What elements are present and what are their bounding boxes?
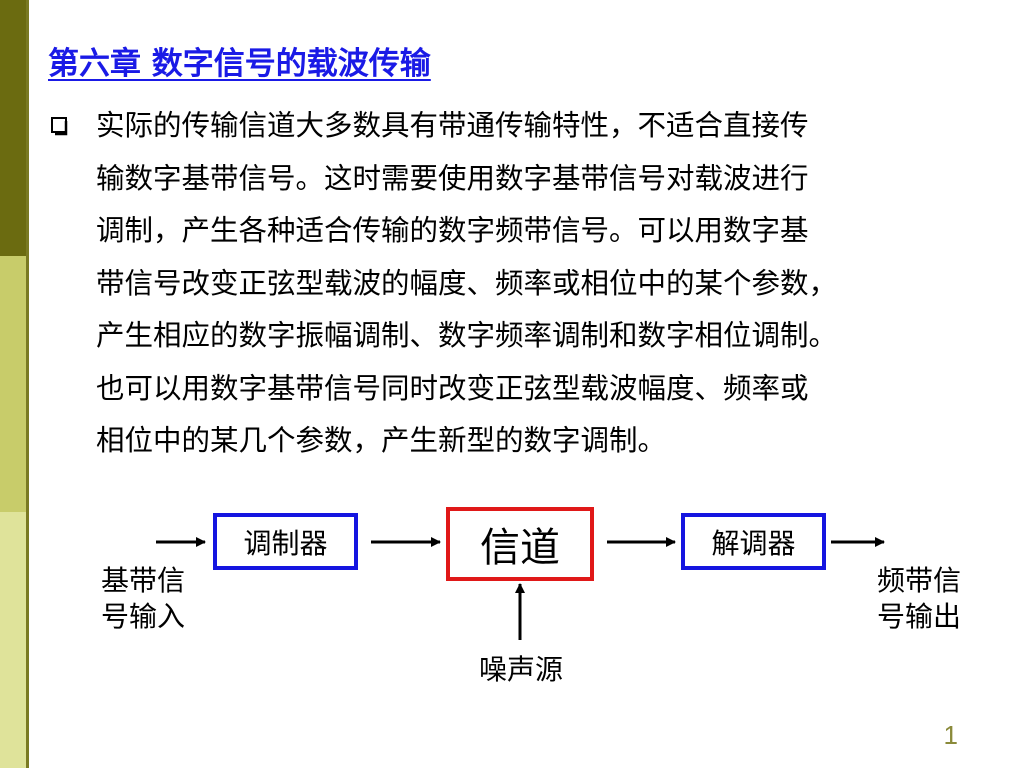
- output-signal-label: 频带信 号输出: [864, 563, 974, 635]
- input-label-line: 基带信: [100, 564, 185, 597]
- slide-title[interactable]: 第六章 数字信号的载波传输: [48, 46, 431, 82]
- paragraph-line: 实际的传输信道大多数具有带通传输特性，不适合直接传: [96, 109, 809, 142]
- modulator-label: 调制器: [243, 526, 328, 560]
- output-label-line: 频带信: [876, 564, 961, 597]
- paragraph-line: 调制，产生各种适合传输的数字频带信号。可以用数字基: [96, 214, 809, 247]
- noise-source-label: 噪声源: [478, 653, 563, 686]
- output-label-line: 号输出: [876, 600, 961, 633]
- paragraph-line: 也可以用数字基带信号同时改变正弦型载波幅度、频率或: [96, 371, 809, 405]
- left-band-mid: [0, 256, 26, 512]
- body-paragraph: 实际的传输信道大多数具有带通传输特性，不适合直接传 输数字基带信号。这时需要使用…: [96, 100, 976, 468]
- channel-label: 信道: [480, 525, 560, 571]
- left-band-divider: [26, 0, 29, 768]
- input-signal-label: 基带信 号输入: [88, 563, 198, 635]
- modulator-block: 调制器: [213, 513, 358, 570]
- demodulator-label: 解调器: [711, 526, 796, 560]
- paragraph-line: 相位中的某几个参数，产生新型的数字调制。: [96, 424, 667, 457]
- paragraph-line: 产生相应的数字振幅调制、数字频率调制和数字相位调制。: [96, 319, 838, 352]
- channel-block: 信道: [446, 507, 594, 581]
- paragraph-line: 带信号改变正弦型载波的幅度、频率或相位中的某个参数，: [96, 266, 838, 300]
- input-label-line: 号输入: [100, 600, 185, 633]
- left-band-dark: [0, 0, 26, 256]
- paragraph-line: 输数字基带信号。这时需要使用数字基带信号对载波进行: [96, 161, 809, 195]
- hollow-square-bullet-icon: [51, 117, 68, 136]
- page-number: 1: [943, 720, 958, 750]
- left-band-light: [0, 512, 26, 768]
- demodulator-block: 解调器: [681, 513, 826, 570]
